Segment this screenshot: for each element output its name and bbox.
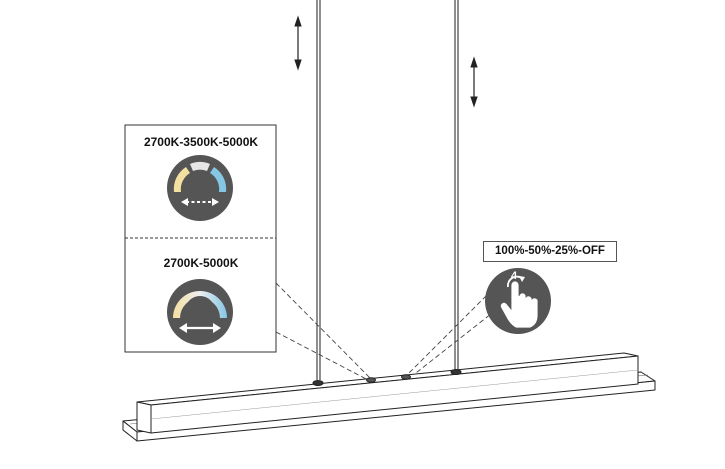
leader-lines	[275, 282, 497, 382]
fixture-housing-side	[136, 401, 152, 434]
suspension-cables	[316, 0, 459, 380]
color-temperature-3-step-icon	[167, 155, 233, 221]
cable-mount-right	[450, 369, 462, 375]
height-adjust-arrow-left	[294, 15, 302, 71]
dimming-sequence-label: 100%-50%-25%-OFF	[483, 241, 617, 262]
touch-count-label: 4	[511, 270, 518, 282]
cct-three-step-label: 2700K-3500K-5000K	[143, 135, 259, 149]
touch-tap-hand-icon	[485, 268, 551, 334]
cable-mount-left	[312, 380, 324, 386]
height-adjust-arrow-right	[470, 56, 478, 108]
cct-two-step-label: 2700K-5000K	[163, 256, 239, 270]
color-temperature-slide-icon	[167, 279, 233, 345]
fixture-touch-dimmer	[401, 374, 411, 380]
light-fixture	[122, 352, 656, 442]
fixture-cct-switch	[366, 377, 376, 383]
